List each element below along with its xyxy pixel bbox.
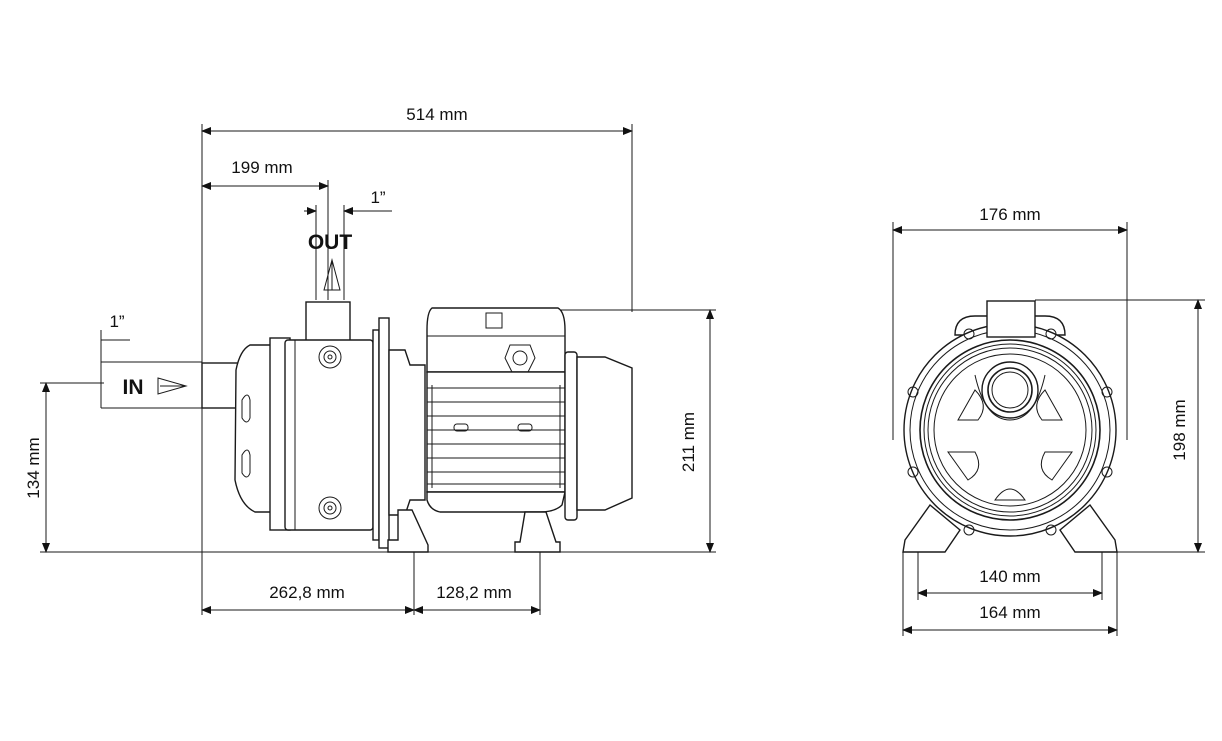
fan-cover bbox=[576, 356, 633, 511]
total-height-label: 211 mm bbox=[679, 412, 698, 472]
cooling-fins bbox=[427, 385, 565, 488]
outlet-arrow-icon bbox=[323, 258, 341, 291]
outlet-offset-label: 199 mm bbox=[231, 158, 292, 177]
inlet-arrow-icon bbox=[157, 377, 188, 395]
front-view: 176 mm 198 mm 140 mm 164 mm bbox=[892, 205, 1205, 636]
terminal-box bbox=[426, 307, 566, 373]
front-to-foot-label: 262,8 mm bbox=[269, 583, 345, 602]
rear-foot bbox=[514, 511, 561, 553]
extension-lines bbox=[40, 124, 716, 615]
dimension-lines bbox=[42, 127, 714, 614]
front-height-label: 198 mm bbox=[1170, 399, 1189, 460]
foot-outer-label: 164 mm bbox=[979, 603, 1040, 622]
casing-ribs bbox=[947, 389, 1073, 501]
outlet-pipe bbox=[305, 301, 351, 343]
pump-side-drawing bbox=[201, 301, 633, 553]
pump-front-drawing bbox=[902, 300, 1118, 553]
bracket bbox=[388, 349, 426, 516]
pump-casing bbox=[284, 339, 374, 531]
outlet-label: OUT bbox=[308, 231, 353, 254]
overall-length-label: 514 mm bbox=[406, 105, 467, 124]
inlet-height-label: 134 mm bbox=[24, 437, 43, 498]
motor-body bbox=[426, 371, 566, 493]
front-width-label: 176 mm bbox=[979, 205, 1040, 224]
front-extension-lines bbox=[892, 222, 1205, 636]
motor-ring bbox=[564, 351, 578, 521]
outlet-size-label: 1” bbox=[370, 188, 385, 207]
inlet-size-label: 1” bbox=[109, 312, 124, 331]
flange-bolts bbox=[907, 328, 1113, 536]
foot-spacing-label: 128,2 mm bbox=[436, 583, 512, 602]
inlet-pipe bbox=[201, 362, 241, 409]
outlet-stub bbox=[986, 300, 1036, 338]
foot-inner-label: 140 mm bbox=[979, 567, 1040, 586]
flange bbox=[378, 317, 390, 549]
front-foot bbox=[387, 509, 429, 553]
inlet-opening bbox=[987, 367, 1033, 413]
side-view: 514 mm 199 mm 1” OUT 1” IN 134 mm 211 mm… bbox=[24, 105, 716, 615]
outer-flange bbox=[903, 323, 1117, 537]
inlet-label: IN bbox=[123, 376, 144, 399]
